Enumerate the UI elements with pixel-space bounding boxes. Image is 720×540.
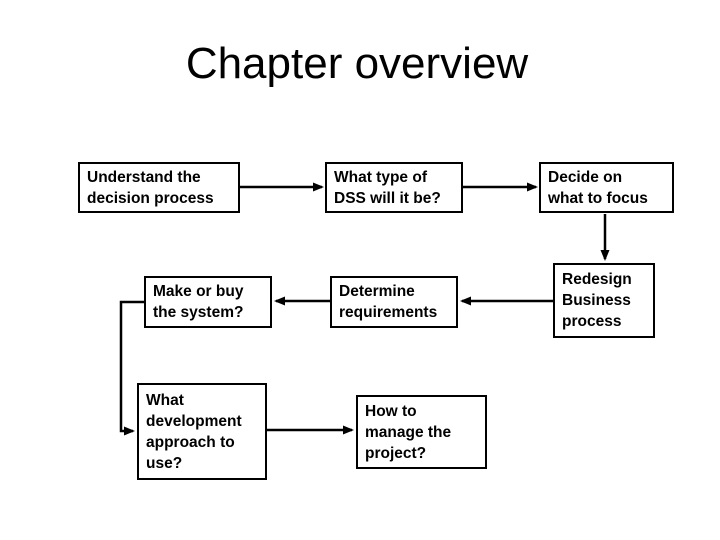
arrow-makebuy-to-devapproach [119, 300, 144, 436]
node-decide-what-to-focus: Decide on what to focus [539, 162, 674, 213]
node-label: Make or buy the system? [153, 283, 244, 321]
node-label: Redesign Business process [562, 271, 632, 330]
node-how-to-manage-project: How to manage the project? [356, 395, 487, 469]
node-determine-requirements: Determine requirements [330, 276, 458, 328]
slide-title: Chapter overview [185, 39, 529, 88]
node-label: How to manage the project? [365, 402, 452, 462]
node-label: What development approach to use? [146, 391, 242, 472]
node-label: What type of DSS will it be? [334, 168, 441, 207]
node-make-or-buy-system: Make or buy the system? [144, 276, 272, 328]
node-label: Determine requirements [339, 283, 438, 321]
node-what-type-of-dss: What type of DSS will it be? [325, 162, 463, 213]
node-development-approach: What development approach to use? [137, 383, 267, 480]
node-label: Understand the decision process [87, 168, 214, 207]
node-label: Decide on what to focus [548, 168, 648, 207]
node-understand-decision-process: Understand the decision process [78, 162, 240, 213]
node-redesign-business-process: Redesign Business process [553, 263, 655, 338]
